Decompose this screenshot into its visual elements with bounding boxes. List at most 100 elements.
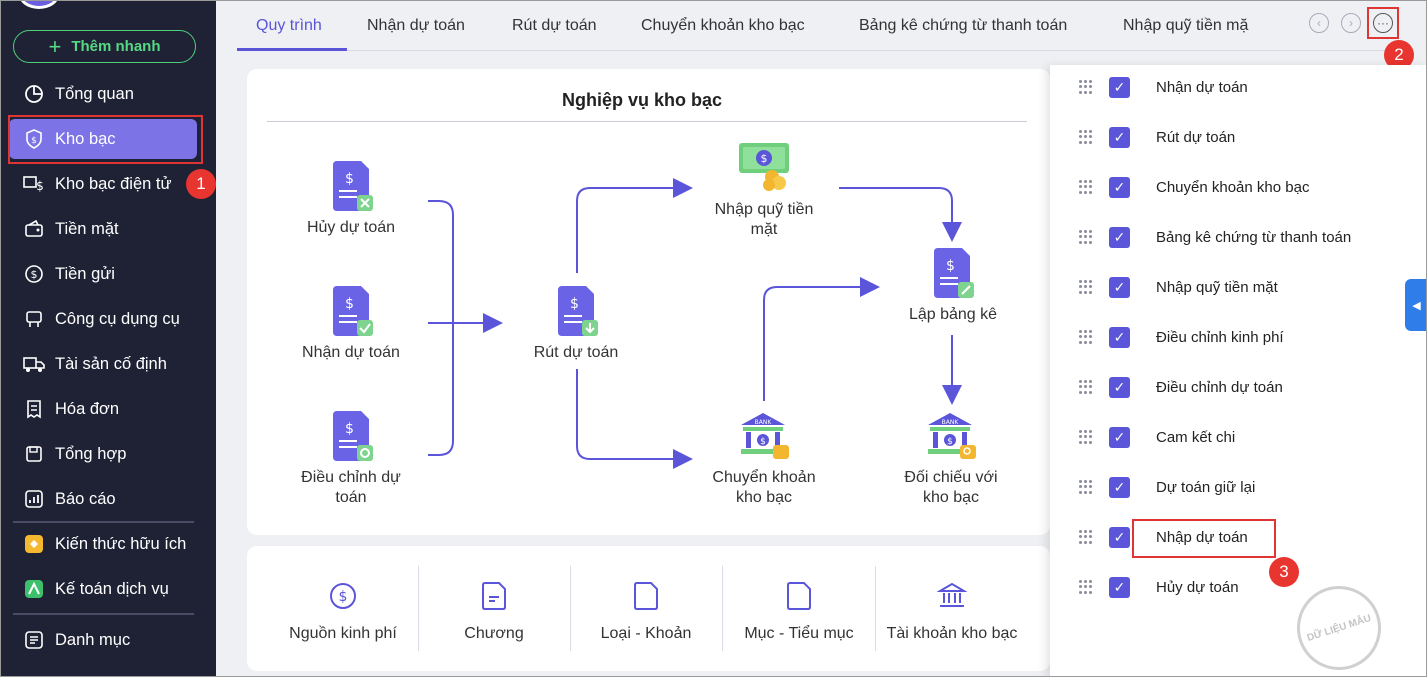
tab-prev-button[interactable]: ‹ (1309, 13, 1329, 33)
nav-label: Công cụ dụng cụ (55, 309, 180, 328)
nav-label: Tiền gửi (55, 264, 115, 283)
sidebar-divider (13, 613, 194, 615)
drag-handle-icon[interactable] (1079, 330, 1093, 344)
panel-item[interactable]: ✓ Rút dự toán (1079, 125, 1235, 149)
report-icon (23, 488, 45, 510)
svg-text:$: $ (31, 136, 37, 146)
drag-handle-icon[interactable] (1079, 180, 1093, 194)
tab-quy-trinh[interactable]: Quy trình (256, 17, 322, 34)
drag-handle-icon[interactable] (1079, 130, 1093, 144)
tab-bang-ke-chung-tu[interactable]: Bảng kê chứng từ thanh toán (859, 17, 1068, 34)
checkbox-checked[interactable]: ✓ (1109, 526, 1130, 548)
drag-handle-icon[interactable] (1079, 280, 1093, 294)
checkbox-checked[interactable]: ✓ (1109, 76, 1130, 98)
panel-item[interactable]: ✓ Nhập dự toán (1079, 525, 1248, 549)
cash-money-icon: $ (739, 143, 789, 191)
checkbox-checked[interactable]: ✓ (1109, 276, 1130, 298)
nav-item-tong-quan[interactable]: Tổng quan (9, 74, 197, 114)
tab-next-button[interactable]: › (1341, 13, 1361, 33)
nav-item-kho-bac[interactable]: $ Kho bạc (9, 119, 197, 159)
nav-label: Kiến thức hữu ích (55, 534, 187, 553)
bank-reconcile-building-icon: BANK $ (928, 413, 976, 459)
panel-item[interactable]: ✓ Điều chỉnh kinh phí (1079, 325, 1284, 349)
catalog-nguon-kinh-phi[interactable]: $ Nguồn kinh phí (271, 581, 415, 643)
panel-item[interactable]: ✓ Dự toán giữ lại (1079, 475, 1255, 499)
node-label-text: Rút dự toán (533, 344, 619, 361)
svg-text:$: $ (761, 152, 768, 165)
svg-text:$: $ (345, 171, 354, 187)
drag-handle-icon[interactable] (1079, 530, 1093, 544)
checkbox-checked[interactable]: ✓ (1109, 426, 1130, 448)
nav-item-kien-thuc-huu-ich[interactable]: Kiến thức hữu ích (9, 524, 197, 564)
nav-label: Kho bạc (55, 129, 116, 148)
node-label-text: Hủy dự toán (306, 219, 396, 236)
panel-item[interactable]: ✓ Chuyển khoản kho bạc (1079, 175, 1309, 199)
checkbox-checked[interactable]: ✓ (1109, 226, 1130, 248)
panel-item[interactable]: ✓ Nhập quỹ tiền mặt (1079, 275, 1278, 299)
nav-item-tien-mat[interactable]: Tiền mặt (9, 209, 197, 249)
checkbox-checked[interactable]: ✓ (1109, 476, 1130, 498)
panel-item[interactable]: ✓ Bảng kê chứng từ thanh toán (1079, 225, 1351, 249)
tab-chuyen-khoan-kho-bac[interactable]: Chuyển khoản kho bạc (641, 17, 805, 34)
nav-item-tien-gui[interactable]: $ Tiền gửi (9, 254, 197, 294)
nav-item-hoa-don[interactable]: Hóa đơn (9, 389, 197, 429)
nav-item-cong-cu-dung-cu[interactable]: Công cụ dụng cụ (9, 299, 197, 339)
drag-handle-icon[interactable] (1079, 480, 1093, 494)
drag-handle-icon[interactable] (1079, 380, 1093, 394)
side-collapse-tab[interactable]: ◀ (1405, 279, 1426, 331)
plus-icon: + (48, 33, 62, 59)
quick-add-label: Thêm nhanh (71, 38, 161, 55)
catalog-loai-khoan[interactable]: Loại - Khoản (573, 581, 719, 643)
svg-text:$: $ (760, 437, 766, 447)
node-nhan-du-toan[interactable]: Nhận dự toán (291, 343, 411, 363)
bank-transfer-building-icon: BANK $ (741, 413, 789, 459)
checkbox-checked[interactable]: ✓ (1109, 376, 1130, 398)
checkbox-checked[interactable]: ✓ (1109, 326, 1130, 348)
checkbox-checked[interactable]: ✓ (1109, 126, 1130, 148)
drag-handle-icon[interactable] (1079, 580, 1093, 594)
folder-icon (787, 582, 811, 610)
knowledge-icon (23, 533, 45, 555)
tab-nhap-quy-tien-mat[interactable]: Nhập quỹ tiền mặ (1123, 17, 1249, 34)
panel-item[interactable]: ✓ Hủy dự toán (1079, 575, 1239, 599)
node-label-text: Điều chỉnh dự (301, 469, 401, 486)
annotation-badge-1: 1 (186, 169, 216, 199)
nav-item-tai-san-co-dinh[interactable]: Tài sản cố định (9, 344, 197, 384)
catalog-divider (722, 566, 723, 651)
catalog-label: Loại - Khoản (600, 625, 692, 642)
svg-text:$: $ (345, 296, 354, 312)
node-lap-bang-ke[interactable]: Lập bảng kê (891, 305, 1015, 325)
quick-add-button[interactable]: + Thêm nhanh (13, 30, 196, 63)
node-rut-du-toan[interactable]: Rút dự toán (516, 343, 636, 363)
checkbox-checked[interactable]: ✓ (1109, 576, 1130, 598)
nav-item-ke-toan-dich-vu[interactable]: Kế toán dịch vụ (9, 569, 197, 609)
panel-item[interactable]: ✓ Điều chỉnh dự toán (1079, 375, 1283, 399)
drag-handle-icon[interactable] (1079, 230, 1093, 244)
more-tabs-button[interactable]: ··· (1373, 13, 1393, 33)
panel-item-label: Điều chỉnh kinh phí (1156, 328, 1284, 346)
nav-item-bao-cao[interactable]: Báo cáo (9, 479, 197, 519)
nav-item-tong-hop[interactable]: Tổng hợp (9, 434, 197, 474)
checkbox-checked[interactable]: ✓ (1109, 176, 1130, 198)
panel-item[interactable]: ✓ Nhận dự toán (1079, 75, 1248, 99)
nav-item-danh-muc[interactable]: Danh mục (9, 620, 197, 660)
panel-item-label: Chuyển khoản kho bạc (1156, 178, 1310, 196)
catalog-tai-khoan-kho-bac[interactable]: Tài khoản kho bạc (877, 581, 1027, 643)
panel-item-label: Hủy dự toán (1156, 578, 1239, 596)
tab-nhan-du-toan[interactable]: Nhận dự toán (367, 17, 465, 34)
nav-item-kho-bac-dien-tu[interactable]: $ Kho bạc điện tử (9, 164, 197, 204)
catalog-chuong[interactable]: Chương (421, 581, 567, 643)
catalog-muc-tieu-muc[interactable]: Mục - Tiểu mục (725, 581, 873, 643)
drag-handle-icon[interactable] (1079, 80, 1093, 94)
node-label-text: Nhập quỹ tiền (714, 201, 814, 218)
drag-handle-icon[interactable] (1079, 430, 1093, 444)
deposit-icon: $ (23, 263, 45, 285)
panel-item[interactable]: ✓ Cam kết chi (1079, 425, 1235, 449)
tab-rut-du-toan[interactable]: Rút dự toán (512, 17, 597, 34)
node-huy-du-toan[interactable]: Hủy dự toán (291, 218, 411, 238)
tools-icon (23, 308, 45, 330)
